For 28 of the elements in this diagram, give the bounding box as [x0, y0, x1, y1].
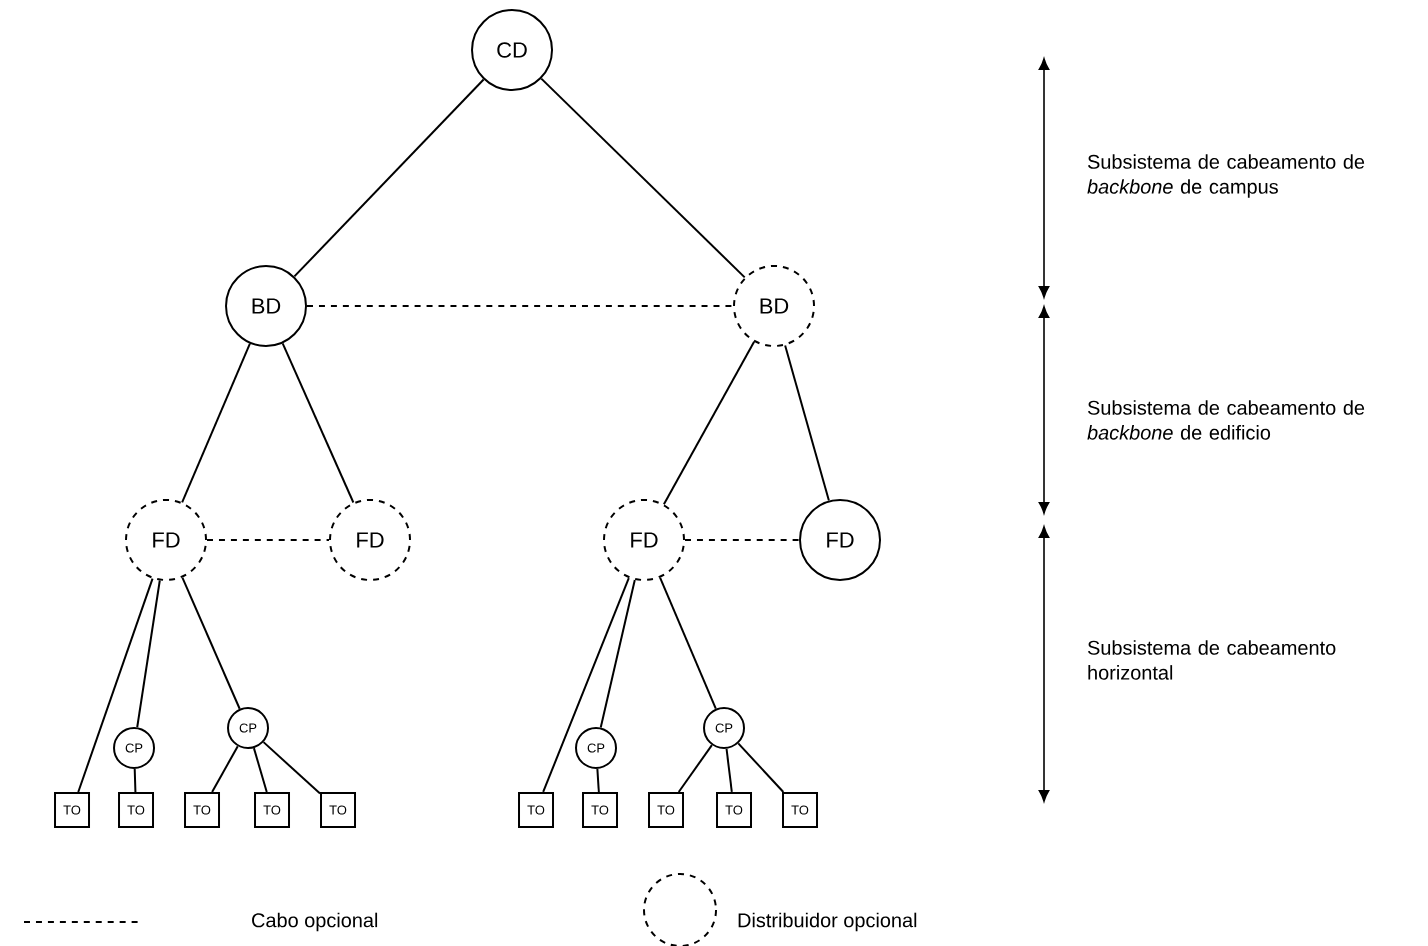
connector-line — [599, 578, 636, 729]
section-label: Subsistema de cabeamento de backbone de campus — [1087, 154, 1365, 198]
connector-line — [181, 342, 251, 504]
connector-line — [784, 344, 830, 502]
connector-line — [662, 340, 756, 506]
connector-line — [684, 539, 800, 541]
section-label: Subsistema de cabeamento de backbone de edificio — [1087, 400, 1365, 440]
connector-line — [725, 747, 733, 793]
connector-line — [281, 342, 355, 504]
connector-line — [136, 579, 161, 729]
connector-line — [737, 742, 785, 793]
connector-line — [181, 576, 241, 710]
connector-line — [677, 744, 713, 793]
connector-line — [211, 745, 239, 793]
connector-line — [206, 539, 330, 541]
legend-label: Distribuidor opcional — [738, 912, 917, 932]
connector-line — [293, 78, 485, 278]
connector-line — [540, 77, 746, 279]
connector-line — [77, 577, 154, 793]
connector-line — [659, 576, 717, 710]
section-label: Subsistema de cabeamento horizontal — [1087, 640, 1336, 680]
connector-line — [252, 747, 268, 793]
connector-line — [542, 577, 630, 793]
connector-line — [133, 767, 137, 793]
connector-line — [262, 741, 321, 795]
connector-line — [596, 767, 600, 793]
legend-label: Cabo opcional — [252, 912, 378, 932]
connector-line — [306, 305, 734, 307]
